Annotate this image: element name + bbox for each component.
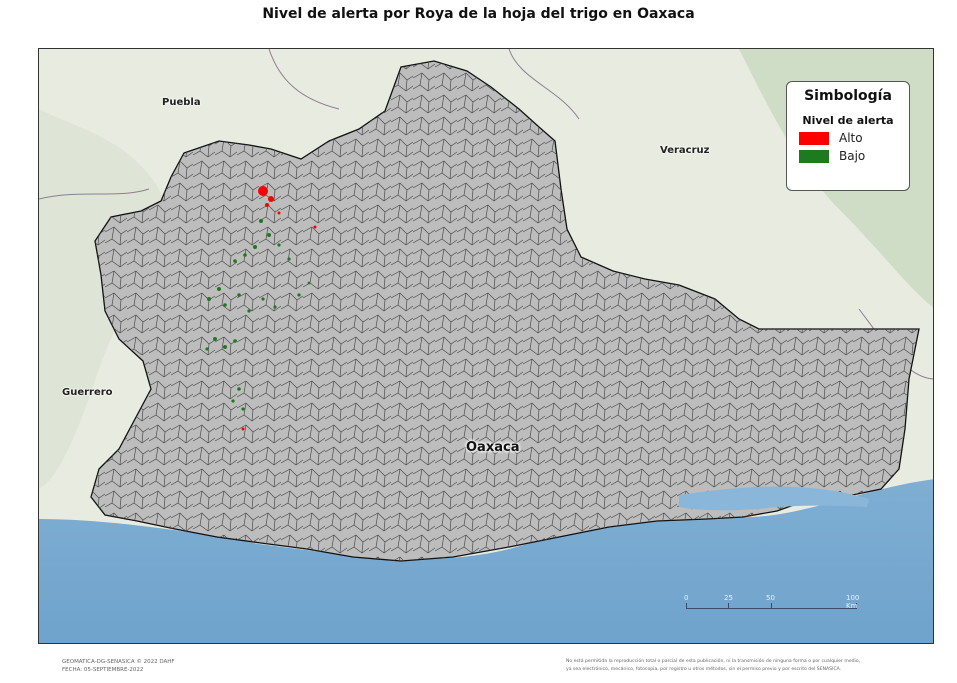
footer-right: No está permitida la reproducción total …: [566, 658, 936, 674]
terrain-west: [39, 109, 164, 489]
legend-swatch-bajo: [799, 149, 829, 163]
alert-points-bajo: [205, 219, 311, 411]
legend-swatch-alto: [799, 131, 829, 145]
footer-right-line2: ya sea electrónico, mecánico, fotocopia,…: [566, 667, 842, 672]
legend-label-bajo: Bajo: [839, 149, 866, 163]
legend-label-alto: Alto: [839, 131, 863, 145]
scale-tick-0: 0: [684, 594, 689, 602]
state-borders: [39, 49, 933, 380]
legend-subtitle: Nivel de alerta: [802, 114, 894, 127]
legend-title: Simbología: [804, 88, 892, 104]
scale-tick-25: 25: [724, 594, 733, 602]
scale-tick-100: 100 Km: [846, 594, 860, 610]
footer-right-line1: No está permitida la reproducción total …: [566, 659, 861, 664]
legend-box: Simbología Nivel de alerta Alto Bajo: [786, 81, 910, 191]
label-puebla: Puebla: [162, 97, 201, 108]
label-veracruz: Veracruz: [660, 145, 710, 156]
label-guerrero: Guerrero: [62, 387, 113, 398]
label-oaxaca: Oaxaca: [466, 440, 520, 455]
map-canvas[interactable]: [39, 49, 934, 644]
scale-bar: 0 25 50 100 Km: [684, 594, 872, 616]
map-frame[interactable]: [38, 48, 934, 644]
legend-item-alto: Alto: [799, 131, 899, 145]
legend-item-bajo: Bajo: [799, 149, 899, 163]
lagoon: [679, 486, 869, 511]
footer-left: GEOMATICA-DG-SENASICA © 2022 DAHF FECHA:…: [62, 658, 175, 674]
scale-tick-50: 50: [766, 594, 775, 602]
map-title: Nivel de alerta por Roya de la hoja del …: [262, 6, 695, 22]
alert-points-alto: [241, 186, 317, 431]
footer-left-line2: FECHA: 05-SEPTIEMBRE-2022: [62, 667, 144, 673]
footer-left-line1: GEOMATICA-DG-SENASICA © 2022 DAHF: [62, 659, 175, 665]
